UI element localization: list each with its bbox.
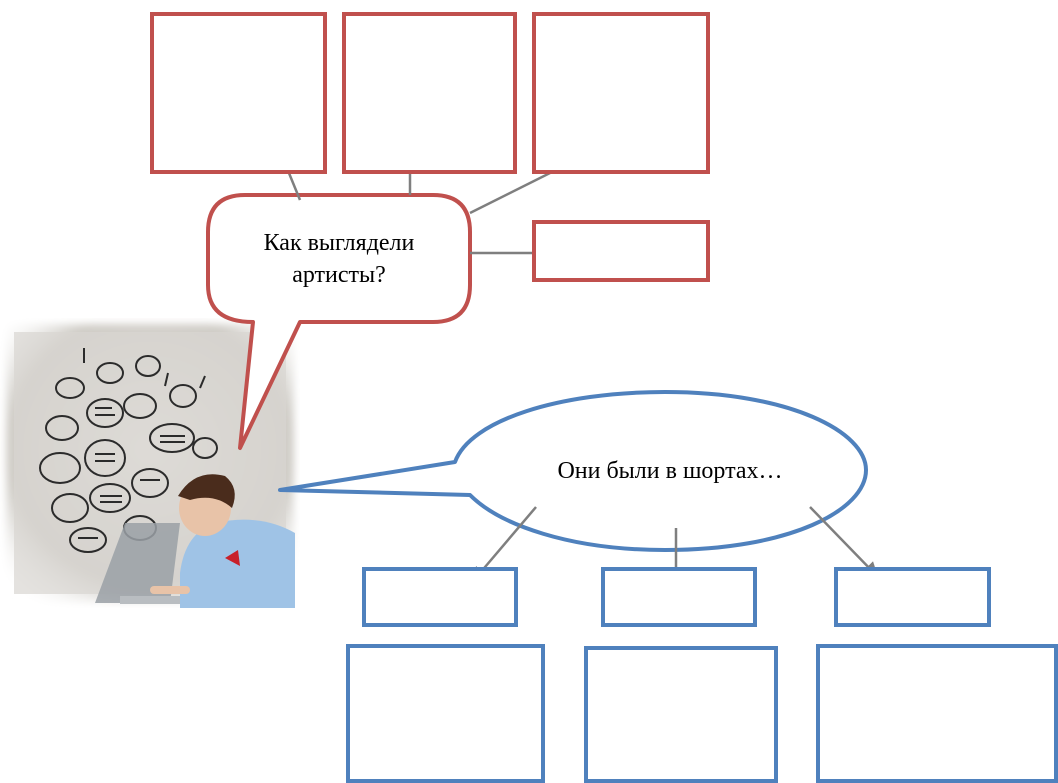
answer-bubble bbox=[278, 390, 868, 552]
blue-large-box-3[interactable] bbox=[816, 644, 1058, 783]
answer-text: Они были в шортах… bbox=[500, 455, 840, 487]
question-text-line-2: артисты? bbox=[292, 262, 386, 289]
red-box-3[interactable] bbox=[532, 12, 710, 174]
thinking-man-illustration bbox=[6, 324, 295, 608]
blue-large-box-2[interactable] bbox=[584, 646, 778, 783]
sketch-bubbles bbox=[39, 348, 218, 553]
question-text: Как выглядели артисты? bbox=[215, 227, 463, 292]
blue-small-box-2[interactable] bbox=[601, 567, 757, 627]
red-box-1[interactable] bbox=[150, 12, 327, 174]
blue-small-box-1[interactable] bbox=[362, 567, 518, 627]
arrow-to-blue-box-3 bbox=[809, 506, 879, 578]
person bbox=[150, 474, 295, 608]
blue-small-box-3[interactable] bbox=[834, 567, 991, 627]
laptop bbox=[95, 523, 230, 604]
question-text-line-1: Как выглядели bbox=[263, 230, 415, 256]
blue-large-box-1[interactable] bbox=[346, 644, 545, 783]
red-box-2[interactable] bbox=[342, 12, 517, 174]
red-box-4[interactable] bbox=[532, 220, 710, 282]
question-bubble bbox=[206, 193, 472, 450]
answer-text-line: Они были в шортах… bbox=[557, 458, 783, 484]
